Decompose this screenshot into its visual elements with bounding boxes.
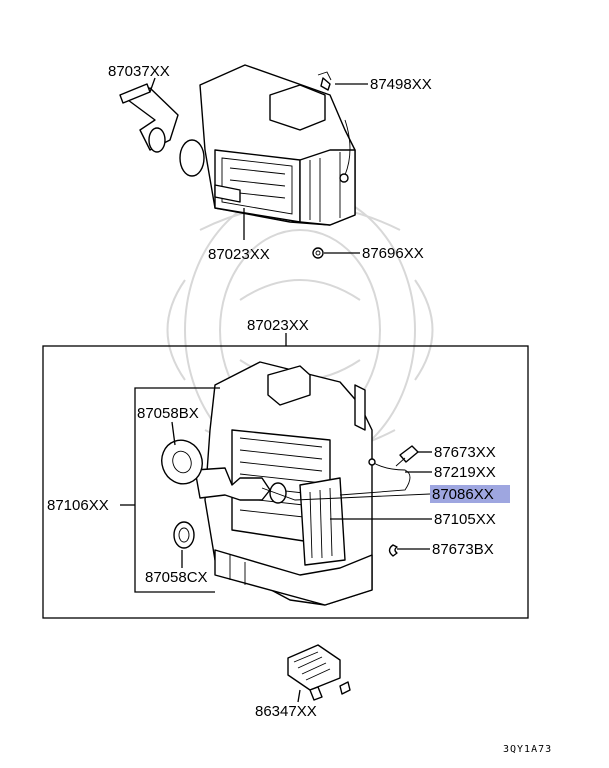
label-87696[interactable]: 87696XX [362, 245, 424, 262]
label-87058cx[interactable]: 87058CX [145, 569, 208, 586]
label-87023-assembly[interactable]: 87023XX [247, 317, 309, 334]
resistor-part-86347 [287, 644, 351, 701]
label-87673bx[interactable]: 87673BX [432, 541, 494, 558]
label-87498[interactable]: 87498XX [370, 76, 432, 93]
clip-part-87673xx [395, 445, 419, 467]
nut-part-87696 [312, 247, 324, 259]
heater-unit-assembly [204, 361, 373, 606]
label-87106[interactable]: 87106XX [47, 497, 109, 514]
leader-lines [120, 77, 432, 703]
clip-part-87673bx [388, 544, 398, 557]
label-87673xx[interactable]: 87673XX [434, 444, 496, 461]
label-87023-top[interactable]: 87023XX [208, 246, 270, 263]
label-87058bx[interactable]: 87058BX [137, 405, 199, 422]
sensor-wire-87219 [339, 458, 411, 496]
label-87105[interactable]: 87105XX [434, 511, 496, 528]
heater-unit-top [179, 64, 356, 226]
seal-ring-87058cx [173, 521, 195, 549]
label-87086[interactable]: 87086XX [432, 486, 494, 503]
hose-part-87037 [119, 83, 179, 153]
highlight-87086 [430, 485, 510, 503]
label-87037[interactable]: 87037XX [108, 63, 170, 80]
footer-code: 3QY1A73 [503, 744, 552, 755]
valve-part-87086 [194, 467, 431, 504]
screw-part-87498 [317, 71, 332, 91]
label-87219[interactable]: 87219XX [434, 464, 496, 481]
label-86347[interactable]: 86347XX [255, 703, 317, 720]
